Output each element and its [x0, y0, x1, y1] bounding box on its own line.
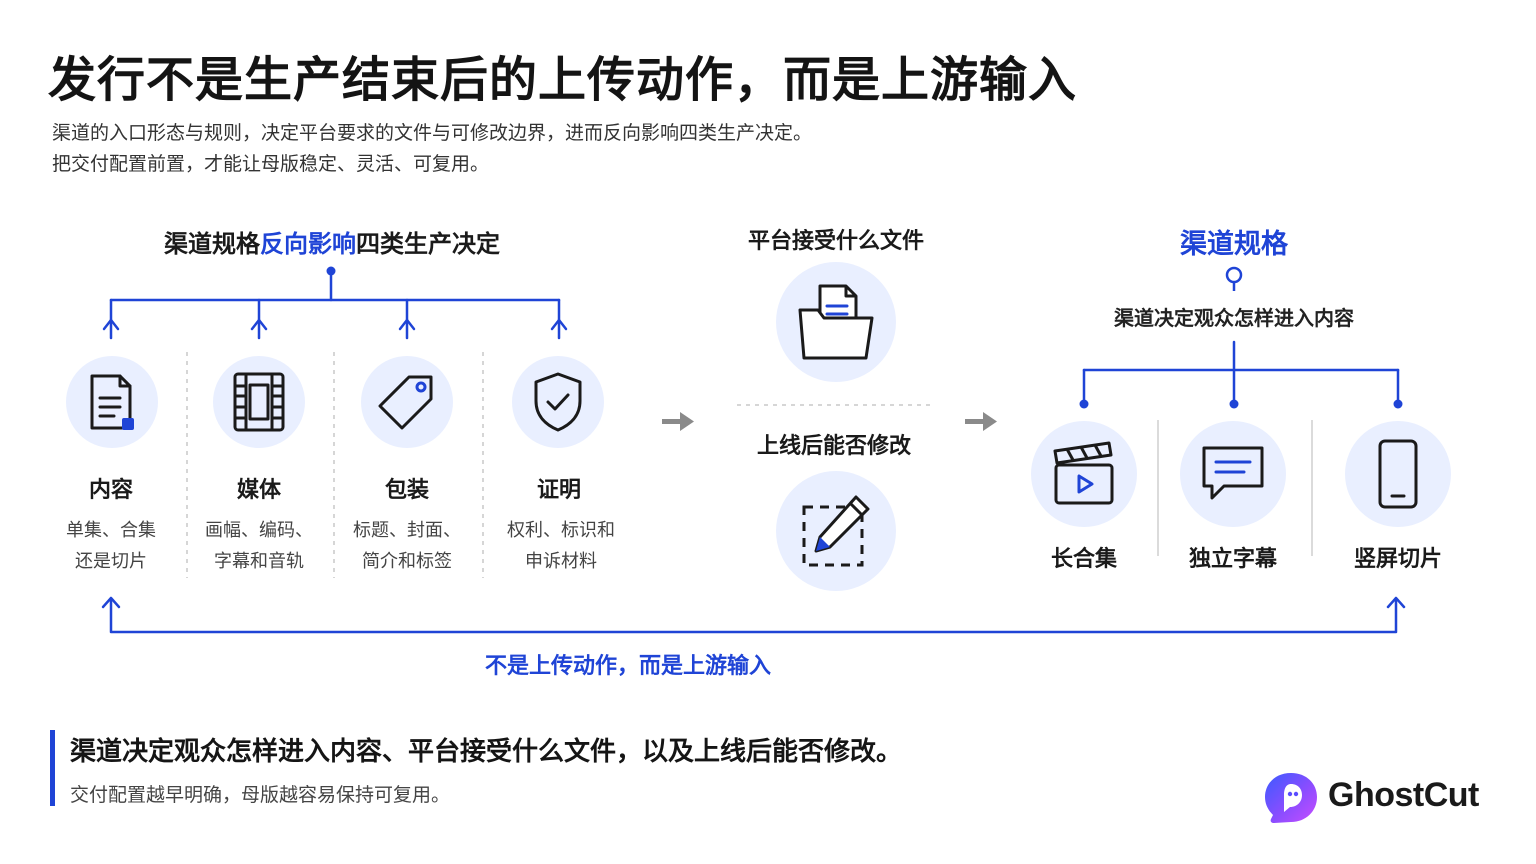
- decision-title-proof: 证明: [536, 478, 582, 503]
- film-icon: [233, 372, 285, 432]
- platform-files-circle: [776, 262, 896, 382]
- channel-heading: 渠道规格: [1180, 229, 1288, 260]
- note-sub: 交付配置越早明确，母版越容易保持可复用。: [70, 784, 451, 806]
- clapperboard-icon: [1053, 441, 1114, 505]
- content-icon-circle: [66, 356, 158, 448]
- packaging-icon-circle: [361, 356, 453, 448]
- long-collection-circle: [1031, 421, 1137, 527]
- edit-pencil-icon: [802, 495, 870, 567]
- smartphone-icon: [1378, 439, 1418, 509]
- decisions-heading-suffix: 四类生产决定: [356, 230, 500, 258]
- platform-files-label: 平台接受什么文件: [747, 229, 925, 254]
- decision-desc-content: 单集、合集 还是切片: [66, 515, 156, 577]
- brand-name: GhostCut: [1328, 776, 1479, 814]
- subtitle-bubble-icon: [1202, 446, 1264, 500]
- vertical-clip-circle: [1345, 421, 1451, 527]
- decision-desc-line: 还是切片: [75, 551, 147, 572]
- decisions-heading-prefix: 渠道规格: [164, 230, 260, 258]
- media-icon-circle: [213, 356, 305, 448]
- decision-desc-line: 权利、标识和: [507, 520, 615, 541]
- note-accent-bar: [50, 730, 55, 806]
- decisions-heading-accent: 反向影响: [260, 230, 356, 258]
- document-icon: [90, 374, 134, 430]
- decision-title-content: 内容: [88, 478, 134, 503]
- subtitle-line-2: 把交付配置前置，才能让母版稳定、灵活、可复用。: [52, 153, 490, 175]
- tag-icon: [378, 375, 433, 430]
- decision-desc-line: 简介和标签: [362, 551, 452, 572]
- platform-edit-circle: [776, 471, 896, 591]
- decision-desc-line: 单集、合集: [66, 520, 156, 541]
- decision-desc-line: 画幅、编码、: [205, 520, 313, 541]
- output-label-subtitle: 独立字幕: [1188, 547, 1278, 572]
- note-main: 渠道决定观众怎样进入内容、平台接受什么文件，以及上线后能否修改。: [70, 737, 903, 767]
- shield-check-icon: [534, 372, 582, 432]
- output-label-long-collection: 长合集: [1050, 547, 1118, 572]
- decision-title-packaging: 包装: [384, 478, 430, 503]
- page-title: 发行不是生产结束后的上传动作，而是上游输入: [48, 52, 1078, 108]
- proof-icon-circle: [512, 356, 604, 448]
- folder-document-icon: [798, 284, 874, 360]
- decision-desc-line: 申诉材料: [525, 551, 597, 572]
- feedback-label: 不是上传动作，而是上游输入: [484, 654, 772, 679]
- decision-title-media: 媒体: [236, 478, 282, 503]
- decision-desc-line: 标题、封面、: [353, 520, 461, 541]
- page-subtitle: 渠道的入口形态与规则，决定平台要求的文件与可修改边界，进而反向影响四类生产决定。…: [52, 118, 812, 180]
- subtitle-circle: [1180, 421, 1286, 527]
- decision-desc-packaging: 标题、封面、 简介和标签: [353, 515, 461, 577]
- subtitle-line-1: 渠道的入口形态与规则，决定平台要求的文件与可修改边界，进而反向影响四类生产决定。: [52, 122, 813, 144]
- decision-desc-proof: 权利、标识和 申诉材料: [507, 515, 615, 577]
- channel-subheading: 渠道决定观众怎样进入内容: [1114, 306, 1354, 330]
- decision-desc-media: 画幅、编码、 字幕和音轨: [205, 515, 313, 577]
- decision-desc-line: 字幕和音轨: [214, 551, 304, 572]
- decisions-heading: 渠道规格反向影响四类生产决定: [164, 224, 500, 259]
- platform-edit-label: 上线后能否修改: [756, 434, 912, 459]
- ghostcut-logo-icon: [1265, 773, 1317, 823]
- output-label-vertical-clip: 竖屏切片: [1353, 547, 1443, 572]
